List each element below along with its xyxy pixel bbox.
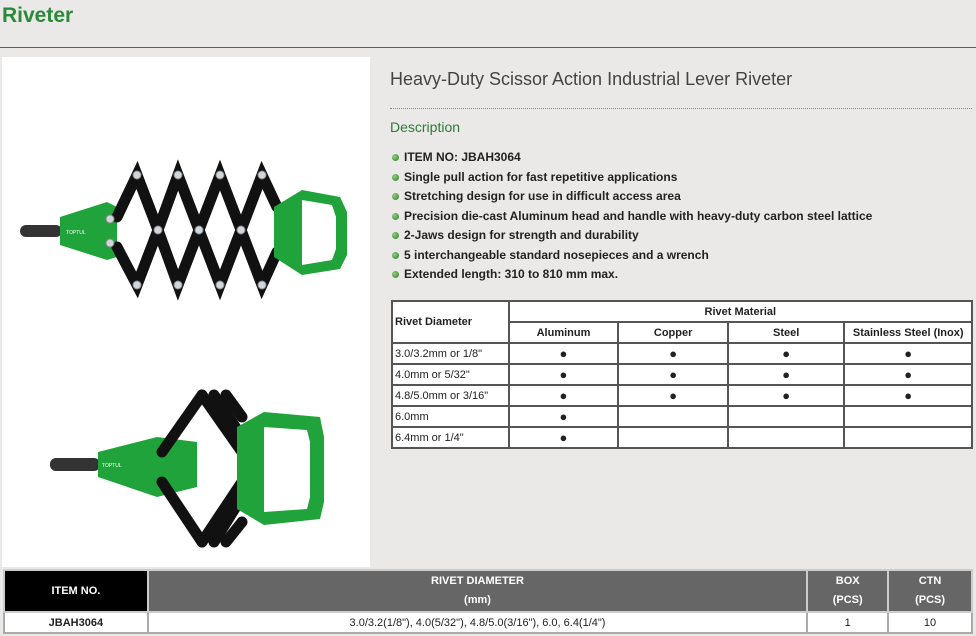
- feature-text: Precision die-cast Aluminum head and han…: [404, 208, 873, 223]
- bullet-icon: [392, 251, 399, 259]
- material-mark-cell: ●: [507, 384, 620, 407]
- bullet-icon: [392, 154, 399, 162]
- feature-text: Single pull action for fast repetitive a…: [404, 169, 678, 184]
- group-header: Rivet Material: [507, 300, 974, 323]
- feature-item: 2-Jaws design for strength and durabilit…: [392, 226, 872, 246]
- column-header: Copper: [617, 321, 729, 344]
- material-mark-cell: [617, 405, 729, 428]
- title-divider: [0, 47, 976, 48]
- feature-item: ITEM NO: JBAH3064: [392, 148, 872, 168]
- header-label: BOX: [835, 575, 860, 587]
- page-title: Riveter: [2, 4, 74, 27]
- table-row: 4.8/5.0mm or 3/16"●●●●: [391, 384, 973, 407]
- column-header: Aluminum: [507, 321, 620, 344]
- feature-text: 2-Jaws design for strength and durabilit…: [404, 228, 639, 242]
- order-table: ITEM NO. RIVET DIAMETER (mm) BOX (PCS) CTN…: [3, 569, 973, 634]
- item-no-cell: JBAH3064: [3, 611, 149, 634]
- feature-item: Stretching design for use in difficult a…: [392, 187, 872, 207]
- ctn-cell: 10: [887, 611, 973, 634]
- table-row: 6.4mm or 1/4"●: [391, 426, 973, 449]
- column-header: Stainless Steel (Inox): [843, 321, 973, 344]
- material-mark-cell: ●: [617, 363, 729, 386]
- material-mark-cell: ●: [843, 384, 973, 407]
- bullet-icon: [392, 271, 399, 279]
- material-mark-cell: ●: [726, 342, 846, 365]
- diameter-label: 4.0mm or 5/32": [391, 363, 510, 386]
- description-heading: Description: [390, 119, 461, 135]
- feature-text: ITEM NO: JBAH3064: [404, 150, 521, 164]
- material-mark-cell: ●: [507, 363, 620, 386]
- header-unit: (mm): [464, 594, 491, 606]
- riveter-collapsed: TOPTUL: [50, 389, 324, 548]
- material-mark-cell: ●: [843, 363, 973, 386]
- material-mark-cell: ●: [617, 384, 729, 407]
- product-image: TOPTUL TOPTUL: [2, 57, 370, 567]
- product-title: Heavy-Duty Scissor Action Industrial Lev…: [390, 69, 793, 89]
- diameter-label: 3.0/3.2mm or 1/8": [391, 342, 510, 365]
- material-mark-cell: [843, 426, 973, 449]
- feature-text: 5 interchangeable standard nosepieces an…: [404, 247, 709, 262]
- diameter-label: 4.8/5.0mm or 3/16": [391, 384, 510, 407]
- material-mark-cell: ●: [507, 342, 620, 365]
- material-mark-cell: ●: [617, 342, 729, 365]
- material-mark-cell: ●: [726, 363, 846, 386]
- bullet-icon: [392, 193, 399, 201]
- header-unit: (PCS): [832, 594, 863, 606]
- table-row: 4.0mm or 5/32"●●●●: [391, 363, 973, 386]
- riveter-extended: TOPTUL: [20, 159, 347, 301]
- feature-item: Single pull action for fast repetitive a…: [392, 168, 872, 188]
- bullet-icon: [392, 232, 399, 240]
- material-mark-cell: [726, 405, 846, 428]
- item-no-header: ITEM NO.: [3, 569, 149, 613]
- feature-item: 5 interchangeable standard nosepieces an…: [392, 246, 872, 266]
- header-label: CTN: [918, 575, 942, 587]
- feature-text: Stretching design for use in difficult a…: [404, 189, 681, 203]
- table-row: 3.0/3.2mm or 1/8"●●●●: [391, 342, 973, 365]
- box-header: BOX (PCS): [806, 569, 890, 613]
- header-unit: (PCS): [915, 594, 946, 606]
- column-header: Steel: [726, 321, 846, 344]
- material-mark-cell: [843, 405, 973, 428]
- header-label: RIVET DIAMETER: [431, 575, 524, 587]
- table-row: JBAH3064 3.0/3.2(1/8"), 4.0(5/32"), 4.8/…: [3, 611, 973, 634]
- ctn-header: CTN (PCS): [887, 569, 973, 613]
- box-cell: 1: [806, 611, 890, 634]
- svg-text:TOPTUL: TOPTUL: [102, 463, 122, 469]
- riveter-illustration: TOPTUL TOPTUL: [20, 159, 347, 548]
- material-mark-cell: ●: [726, 384, 846, 407]
- feature-text: Extended length: 310 to 810 mm max.: [404, 267, 619, 281]
- row-header: Rivet Diameter: [391, 300, 510, 344]
- diameter-cell: 3.0/3.2(1/8"), 4.0(5/32"), 4.8/5.0(3/16"…: [146, 611, 809, 634]
- feature-item: Extended length: 310 to 810 mm max.: [392, 265, 872, 285]
- material-mark-cell: ●: [843, 342, 973, 365]
- material-mark-cell: [617, 426, 729, 449]
- bullet-icon: [392, 212, 399, 220]
- svg-text:TOPTUL: TOPTUL: [66, 230, 86, 236]
- table-row: 6.0mm●: [391, 405, 973, 428]
- diameter-label: 6.4mm or 1/4": [391, 426, 510, 449]
- dotted-divider: [390, 108, 972, 109]
- rivet-diameter-header: RIVET DIAMETER (mm): [146, 569, 809, 613]
- material-mark-cell: ●: [507, 405, 620, 428]
- material-mark-cell: ●: [507, 426, 620, 449]
- feature-item: Precision die-cast Aluminum head and han…: [392, 207, 872, 227]
- material-mark-cell: [726, 426, 846, 449]
- diameter-label: 6.0mm: [391, 405, 510, 428]
- bullet-icon: [392, 173, 399, 181]
- rivet-material-table: Rivet Diameter Rivet Material Aluminum C…: [391, 300, 974, 449]
- feature-list: ITEM NO: JBAH3064 Single pull action for…: [392, 148, 872, 285]
